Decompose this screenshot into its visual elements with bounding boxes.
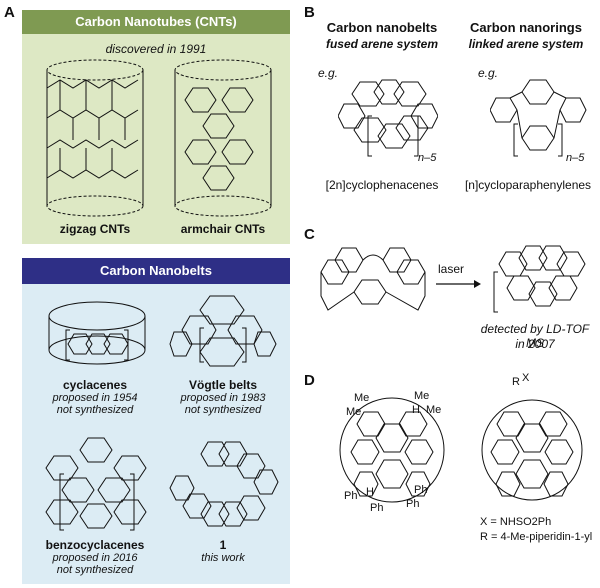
- cycloparaphenylene-structure: [490, 79, 587, 157]
- nanorings-title: Carbon nanorings: [470, 20, 582, 35]
- laser-label: laser: [438, 262, 465, 276]
- benzocyclacenes-name: benzocyclacenes: [45, 538, 145, 552]
- n5-left: n–5: [418, 152, 437, 164]
- compound-1-note: this work: [201, 552, 245, 564]
- vogtle-proposed: proposed in 1983: [180, 392, 266, 404]
- cyclophenacene-caption: [2n]cyclophenacenes: [325, 178, 439, 192]
- vogtle-status: not synthesized: [184, 404, 262, 416]
- label-ph-1: Ph: [344, 490, 358, 502]
- nanorings-subtitle: linked arene system: [468, 37, 584, 51]
- zigzag-cnt-structure: [46, 59, 144, 217]
- label-ph-4: Ph: [406, 498, 420, 510]
- panel-letter-c: C: [304, 226, 315, 243]
- cyclacenes-status: not synthesized: [56, 404, 134, 416]
- label-me-3: Me: [414, 390, 430, 402]
- panel-letter-d: D: [304, 372, 315, 389]
- vogtle-belt-structure: [169, 295, 277, 367]
- precursor-structure: [320, 247, 426, 311]
- label-ph-2: Ph: [370, 502, 384, 514]
- benzocyclacene-structure: [45, 437, 147, 531]
- label-ph-3: Ph: [414, 484, 428, 496]
- label-h-1: H: [412, 404, 420, 416]
- legend-r: R = 4-Me-piperidin-1-yl: [480, 531, 593, 543]
- benzocyclacenes-status: not synthesized: [56, 564, 134, 576]
- n5-right: n–5: [566, 152, 585, 164]
- cyclacenes-proposed: proposed in 1954: [52, 392, 138, 404]
- label-me-2: Me: [346, 406, 362, 418]
- nanobelt-product-structure: [493, 245, 586, 313]
- armchair-label: armchair CNTs: [180, 222, 266, 236]
- cyclacene-structure: [48, 301, 146, 365]
- label-h-2: H: [366, 486, 374, 498]
- panel-letter-a: A: [4, 4, 15, 21]
- label-me-4: Me: [426, 404, 442, 416]
- label-r: R: [512, 376, 520, 388]
- compound-1-structure: [169, 441, 279, 527]
- detected-year: in 2007: [515, 337, 555, 351]
- detected-label: detected by LD-TOF MS: [480, 322, 590, 350]
- cycloparaphenylene-caption: [n]cycloparaphenylenes: [464, 178, 592, 192]
- fullerene-x-r-structure: [481, 399, 583, 501]
- compound-1-name: 1: [219, 538, 227, 552]
- reaction-arrow-icon: [436, 280, 481, 288]
- legend-x: X = NHSO2Ph: [480, 516, 552, 528]
- nanobelts-subtitle: fused arene system: [325, 37, 439, 51]
- vogtle-name: Vögtle belts: [188, 378, 257, 392]
- panel-letter-b: B: [304, 4, 315, 21]
- eg-right: e.g.: [478, 66, 499, 80]
- nanobelts-title: Carbon nanobelts: [326, 20, 438, 35]
- cnt-header: Carbon Nanotubes (CNTs): [22, 10, 290, 34]
- label-x: X: [522, 372, 530, 384]
- cnt-box: [22, 10, 290, 244]
- label-me-1: Me: [354, 392, 370, 404]
- nanobelt-header: Carbon Nanobelts: [22, 258, 290, 284]
- zigzag-label: zigzag CNTs: [59, 222, 131, 236]
- armchair-cnt-structure: [174, 59, 272, 217]
- benzocyclacenes-proposed: proposed in 2016: [52, 552, 138, 564]
- cnt-discovered: discovered in 1991: [105, 42, 207, 56]
- fullerene-ph-me-structure: [339, 397, 445, 503]
- cyclophenacene-structure: [338, 79, 438, 157]
- cyclacenes-name: cyclacenes: [62, 378, 128, 392]
- eg-left: e.g.: [318, 66, 339, 80]
- nanobelt-box: [22, 258, 290, 584]
